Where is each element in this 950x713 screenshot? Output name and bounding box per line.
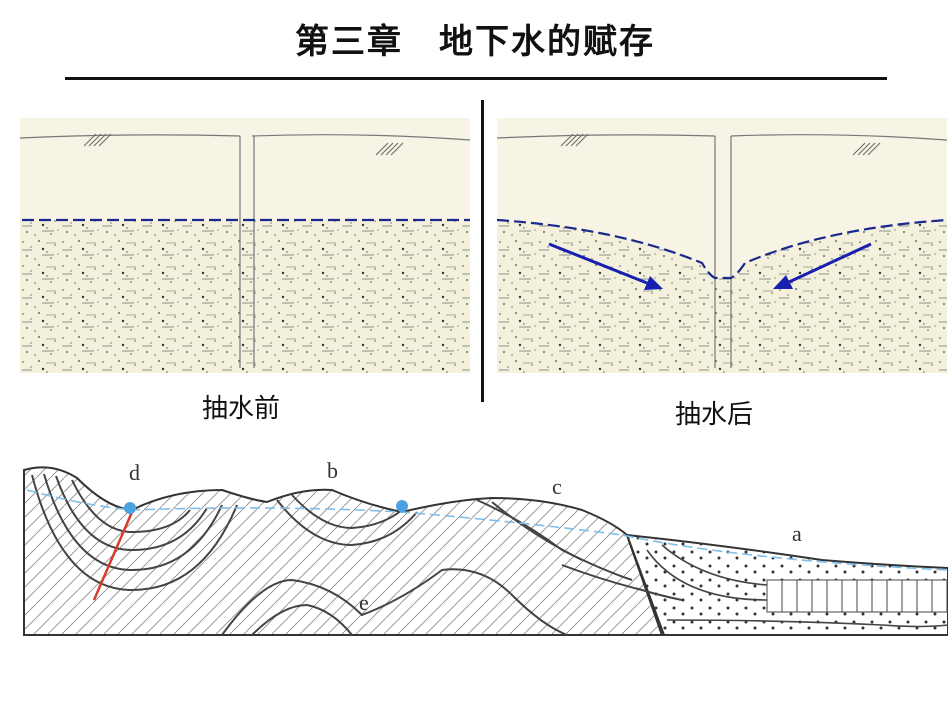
label-c: c (552, 474, 562, 499)
slide-title: 第三章 地下水的赋存 (295, 22, 655, 62)
ground-hatch-icon (83, 133, 112, 147)
well-casing (239, 136, 255, 368)
water-table-line (26, 489, 948, 571)
label-b: b (327, 458, 338, 483)
panel-divider (481, 100, 484, 402)
after-pumping-diagram (497, 118, 947, 373)
cone-of-depression-line (497, 218, 947, 280)
label-e: e (359, 590, 369, 615)
ground-hatch-icon (375, 142, 404, 156)
flow-arrow-icon (773, 242, 872, 289)
ground-hatch-icon (852, 142, 881, 156)
title-underline (65, 77, 887, 80)
caption-before-pumping: 抽水前 (202, 394, 281, 424)
before-pumping-diagram (20, 118, 470, 373)
well-casing (714, 136, 732, 368)
spring-icon (124, 502, 136, 514)
fault-line (626, 534, 665, 636)
caption-after-pumping: 抽水后 (675, 400, 754, 430)
flow-arrow-icon (548, 242, 663, 290)
label-d: d (129, 460, 140, 485)
geological-cross-section: d b c a e (23, 458, 948, 636)
red-fault-line (92, 511, 134, 601)
ground-hatch-icon (560, 133, 589, 147)
label-a: a (792, 521, 802, 546)
spring-icon (396, 500, 408, 512)
